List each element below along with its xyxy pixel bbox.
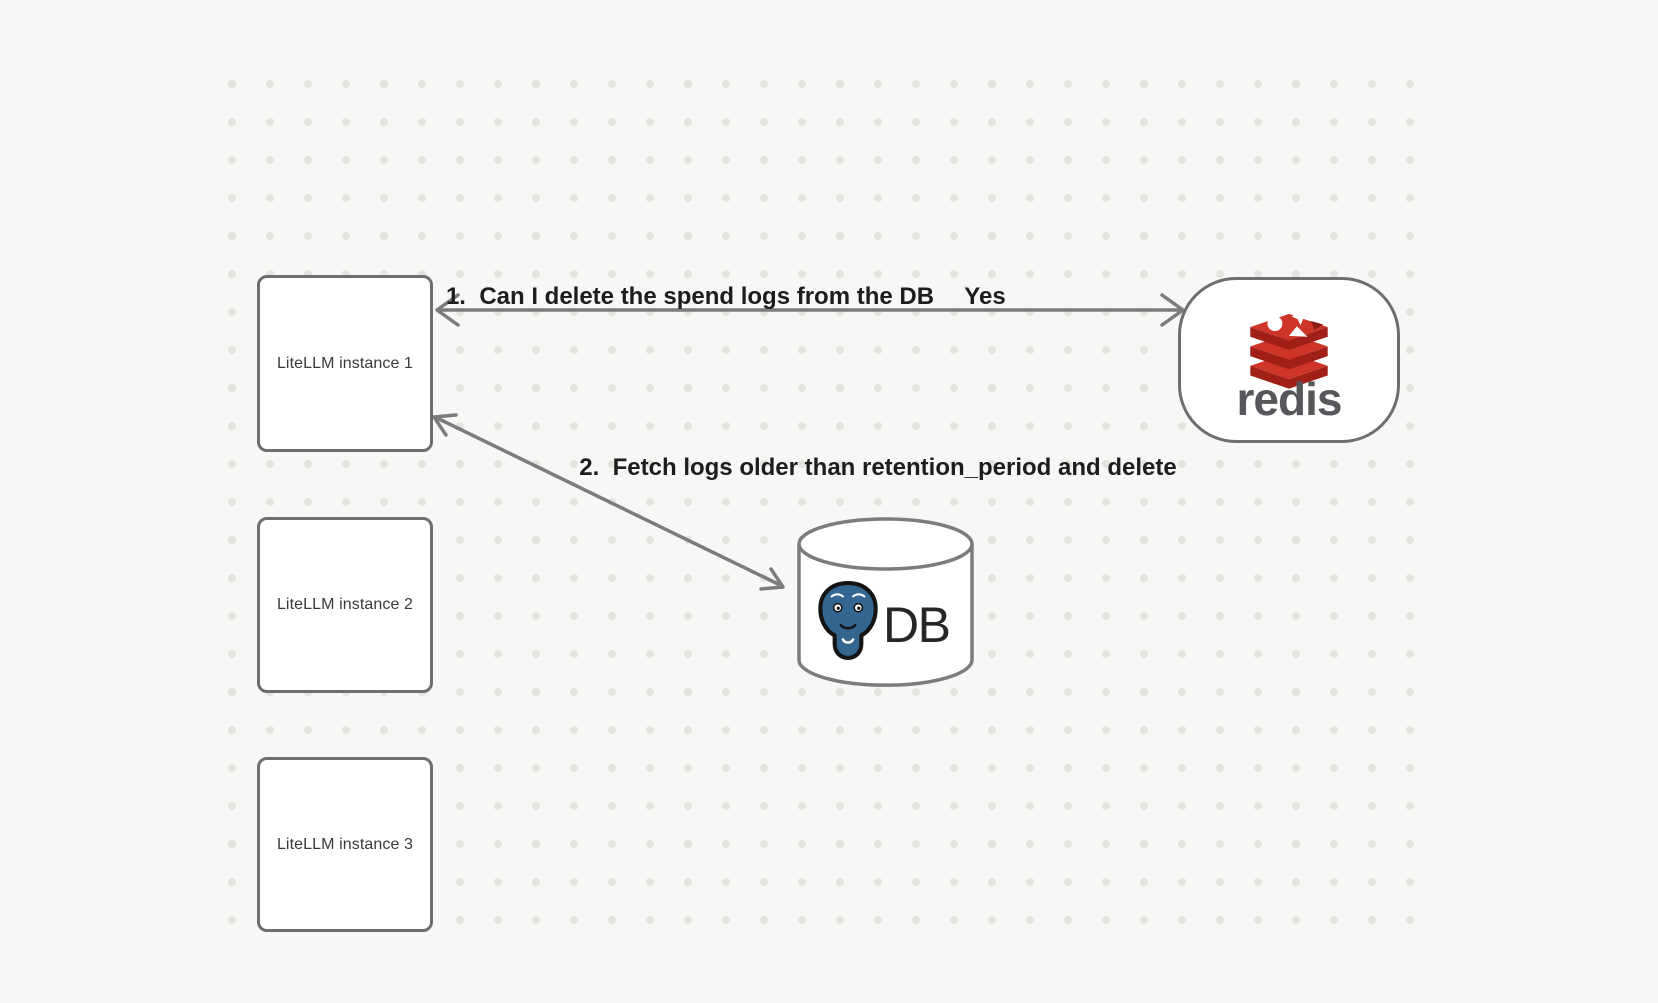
postgres-elephant-icon: [818, 581, 878, 660]
db-node: DB: [797, 516, 975, 690]
redis-stack-icon: [1250, 308, 1328, 389]
litellm-instance-1-label: LiteLLM instance 1: [276, 354, 414, 372]
litellm-instance-3-box: LiteLLM instance 3: [257, 757, 433, 932]
arrow-instance1-db: [432, 413, 785, 591]
litellm-instance-3-label: LiteLLM instance 3: [276, 835, 414, 853]
litellm-instance-2-label: LiteLLM instance 2: [276, 596, 414, 613]
litellm-instance-2-box: LiteLLM instance 2: [257, 517, 433, 693]
edge-2-label: 2. Fetch logs older than retention_perio…: [579, 454, 1177, 481]
litellm-instance-1-box: LiteLLM instance 1: [257, 275, 433, 452]
edge-1-label: 1. Can I delete the spend logs from the …: [445, 283, 935, 310]
edge-1-response-label: Yes: [964, 283, 1006, 310]
db-label: DB: [883, 597, 951, 653]
redis-wordmark: redis: [1236, 373, 1343, 425]
redis-node: redis: [1178, 277, 1400, 443]
